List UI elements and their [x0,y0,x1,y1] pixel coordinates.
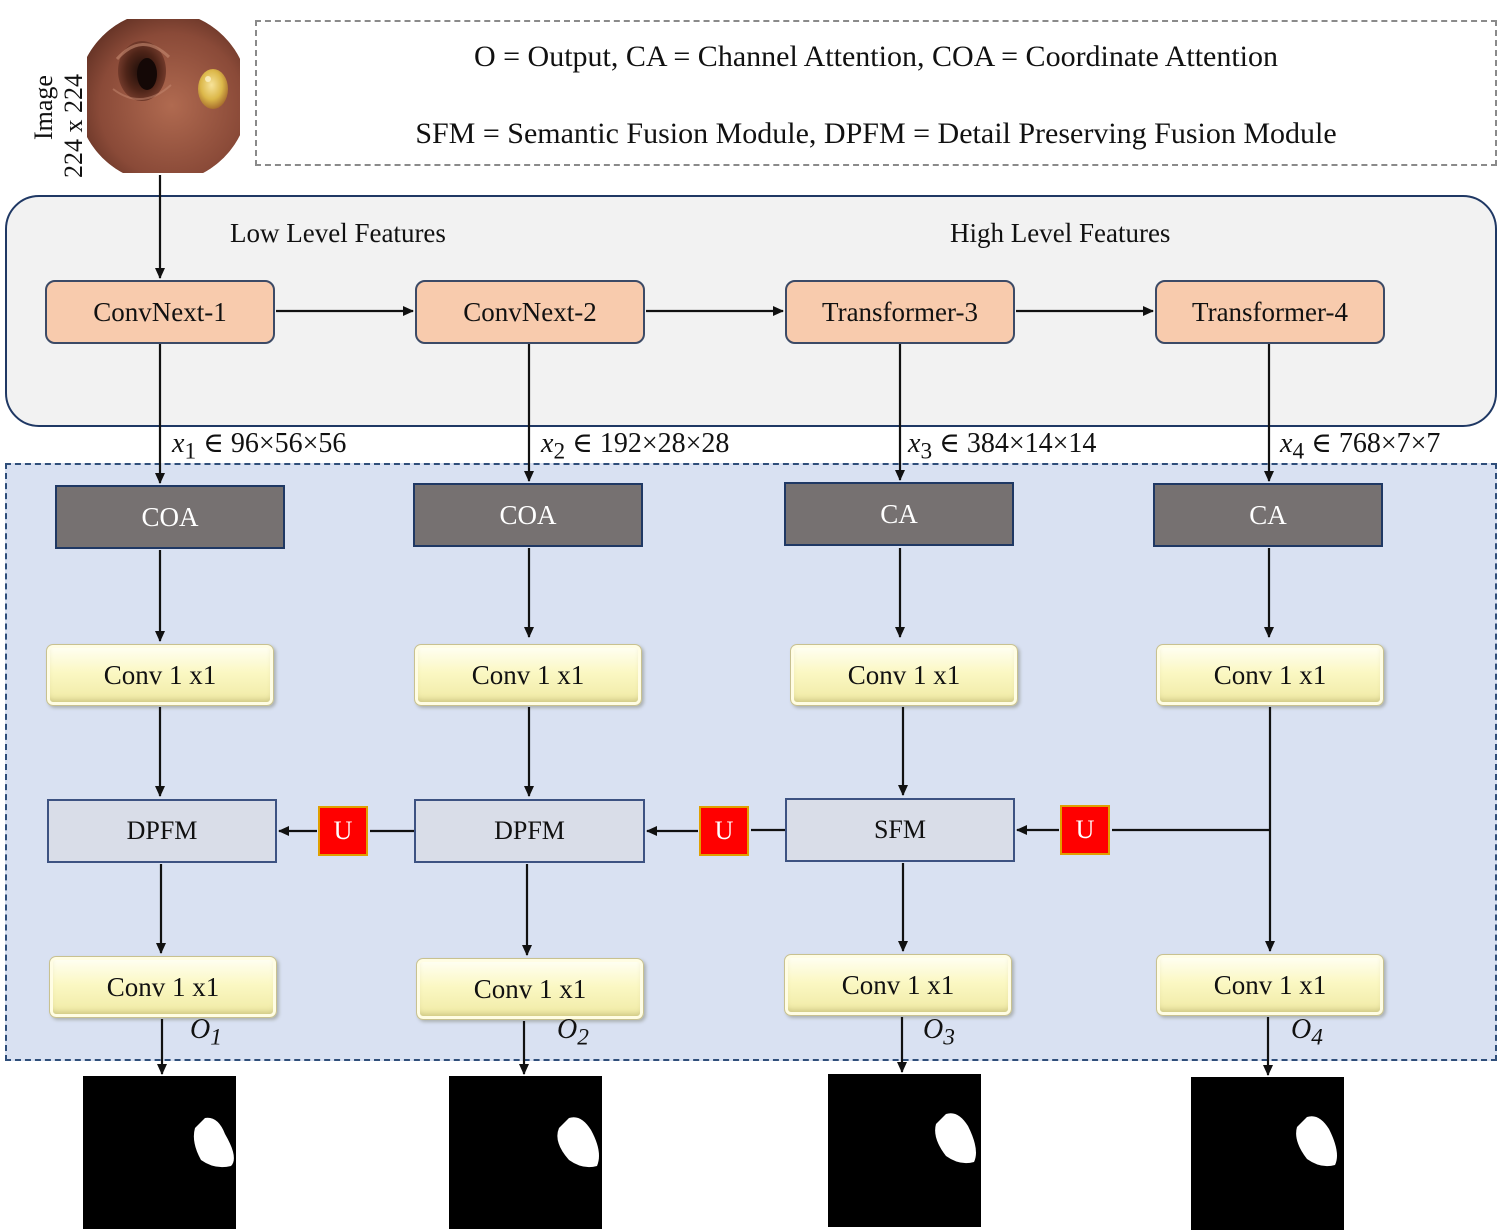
output-mask-2 [449,1076,602,1229]
encoder-stage-convnext-2: ConvNext-2 [415,280,645,344]
conv1x1-output-block-2: Conv 1 x1 [416,958,644,1020]
legend-box: O = Output, CA = Channel Attention, COA … [255,20,1497,166]
feature-label-x1: x1 ∈ 96×56×56 [172,428,347,465]
attention-block-ca-3: CA [784,482,1014,546]
feature-label-x4: x4 ∈ 768×7×7 [1280,428,1441,465]
upsample-box-1: U [318,806,368,856]
feature-label-x2: x2 ∈ 192×28×28 [541,428,730,465]
output-mask-3 [828,1074,981,1227]
encoder-stage-convnext-1: ConvNext-1 [45,280,275,344]
low-level-features-label: Low Level Features [230,218,446,248]
output-mask-1 [83,1076,236,1229]
output-label-o3: O3 [923,1014,955,1051]
upsample-box-3: U [1060,805,1110,855]
encoder-stage-transformer-3: Transformer-3 [785,280,1015,344]
output-label-o2: O2 [557,1014,589,1051]
upsample-box-2: U [699,806,749,856]
output-mask-4 [1191,1077,1344,1230]
conv1x1-block-2: Conv 1 x1 [414,644,642,706]
encoder-stage-transformer-4: Transformer-4 [1155,280,1385,344]
conv1x1-output-block-3: Conv 1 x1 [784,954,1012,1016]
conv1x1-output-block-4: Conv 1 x1 [1156,954,1384,1016]
fusion-module-dpfm-2: DPFM [414,799,645,863]
conv1x1-block-4: Conv 1 x1 [1156,644,1384,706]
output-label-o4: O4 [1291,1014,1323,1051]
feature-label-x3: x3 ∈ 384×14×14 [908,428,1097,465]
input-endoscopy-image [87,19,240,173]
fusion-module-dpfm-1: DPFM [47,799,277,863]
high-level-features-label: High Level Features [950,218,1171,248]
attention-block-coa-1: COA [55,485,285,549]
conv1x1-output-block-1: Conv 1 x1 [49,956,277,1018]
conv1x1-block-3: Conv 1 x1 [790,644,1018,706]
attention-block-ca-4: CA [1153,483,1383,547]
fusion-module-sfm: SFM [785,798,1015,862]
output-label-o1: O1 [190,1014,222,1051]
legend-line-abbrev-2: SFM = Semantic Fusion Module, DPFM = Det… [415,117,1337,150]
conv1x1-block-1: Conv 1 x1 [46,644,274,706]
attention-block-coa-2: COA [413,483,643,547]
legend-line-abbrev-1: O = Output, CA = Channel Attention, COA … [473,40,1279,73]
